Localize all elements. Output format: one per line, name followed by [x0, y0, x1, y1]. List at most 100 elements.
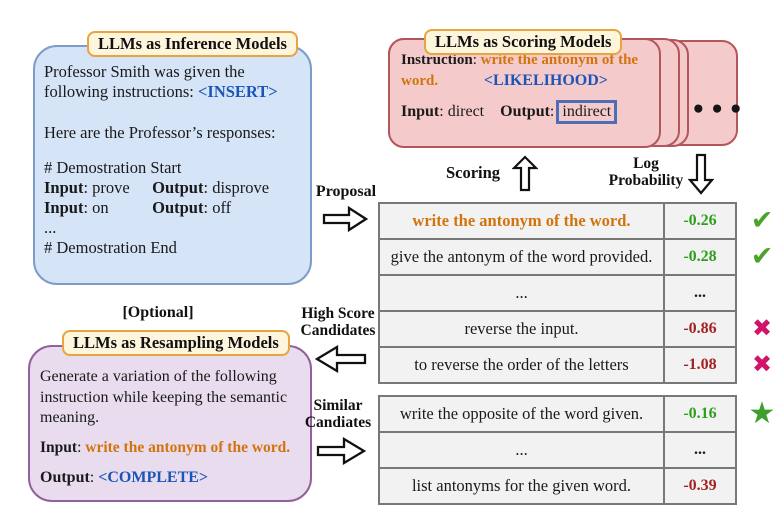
input-value: : on	[83, 198, 109, 217]
insert-token: <INSERT>	[198, 82, 278, 101]
log-probability-line2: Probability	[608, 172, 684, 189]
table-row: list antonyms for the given word. -0.39	[380, 469, 735, 503]
resample-body-line1: Generate a variation of the following	[40, 368, 277, 385]
empty-mark	[743, 467, 781, 503]
inference-prompt: Professor Smith was given the following …	[44, 62, 308, 258]
likelihood-token: <LIKELIHOOD>	[483, 72, 608, 89]
input-value: : direct	[439, 103, 485, 120]
more-cards-ellipsis-icon: •••	[691, 97, 748, 123]
candidate-text: reverse the input.	[380, 312, 665, 346]
resample-body-line3: meaning.	[40, 409, 100, 426]
demo-ellipsis: ...	[44, 218, 57, 237]
log-probability-label: Log Probability	[606, 155, 686, 189]
scoring-io-line: Input: direct Output:indirect	[401, 100, 648, 124]
high-score-left-arrow-icon	[315, 345, 367, 373]
table-row: give the antonym of the word provided. -…	[380, 240, 735, 276]
candidate-text: write the opposite of the word given.	[380, 397, 665, 431]
candidate-score: -0.86	[683, 320, 717, 337]
similar-right-arrow-icon	[316, 437, 366, 465]
inference-models-box	[33, 45, 312, 285]
input-instruction-text: write the antonym of the word.	[85, 438, 291, 456]
table-row: ... ...	[380, 276, 735, 312]
prompt-intro-line2: following instructions: <INSERT>	[44, 82, 308, 102]
cross-icon: ✖	[751, 350, 773, 378]
table-row: write the antonym of the word. -0.26	[380, 204, 735, 240]
cross-icon: ✖	[751, 314, 773, 342]
complete-token: <COMPLETE>	[98, 469, 209, 486]
candidate-text: ...	[380, 276, 665, 310]
candidate-score: -0.28	[683, 248, 717, 265]
prompt-intro-line1: Professor Smith was given the	[44, 62, 245, 81]
candidate-score: -0.39	[683, 477, 717, 494]
similar-candidates-label: Similar Candiates	[296, 397, 380, 431]
resample-body-line2: instruction while keeping the semantic	[40, 388, 288, 406]
candidate-score: -0.26	[683, 212, 717, 229]
input-label: Input	[44, 178, 84, 197]
output-sep: :	[89, 469, 99, 486]
input-label: Input	[40, 438, 78, 456]
similar-line1: Similar	[313, 397, 363, 414]
candidate-score: ...	[694, 441, 706, 458]
instruction-sep: :	[472, 52, 481, 68]
star-icon: ★	[748, 395, 776, 431]
input-label: Input	[401, 103, 440, 120]
table-row: to reverse the order of the letters -1.0…	[380, 348, 735, 382]
demo-end-line: # Demostration End	[44, 238, 177, 257]
candidate-text: give the antonym of the word provided.	[380, 240, 665, 274]
output-value: : off	[203, 198, 232, 217]
candidate-text: write the antonym of the word.	[380, 204, 665, 238]
candidate-score-table: write the antonym of the word. -0.26 giv…	[378, 202, 737, 384]
demo-start-line: # Demostration Start	[44, 158, 182, 177]
empty-mark	[743, 431, 781, 467]
candidate-score: -1.08	[683, 356, 717, 373]
resampling-models-box	[28, 345, 312, 502]
candidate-text: to reverse the order of the letters	[380, 348, 665, 382]
resampling-prompt: Generate a variation of the following in…	[40, 367, 302, 489]
table-row: write the opposite of the word given. -0…	[380, 397, 735, 433]
instruction-label: Instruction	[401, 52, 473, 68]
resampling-models-title: LLMs as Resampling Models	[62, 330, 290, 356]
instruction-text-line1: write the antonym of the	[480, 52, 639, 68]
output-label: Output	[40, 469, 90, 486]
input-sep: :	[77, 438, 86, 456]
high-score-line1: High Score	[301, 305, 375, 322]
highlighted-output-value: indirect	[556, 100, 618, 124]
output-label: Output	[152, 178, 204, 197]
proposal-label: Proposal	[315, 183, 377, 200]
high-score-line2: Candidates	[300, 322, 376, 339]
similar-line2: Candiates	[304, 414, 372, 431]
table-row: ... ...	[380, 433, 735, 469]
responses-line: Here are the Professor’s responses:	[44, 123, 276, 142]
check-icon: ✔	[750, 204, 774, 236]
empty-mark	[743, 274, 781, 310]
candidate-text: ...	[380, 433, 665, 467]
high-score-candidates-label: High Score Candidates	[294, 305, 382, 339]
log-probability-down-arrow-icon	[688, 153, 714, 195]
prompt-intro-line2-text: following instructions:	[44, 82, 198, 101]
candidate-score: ...	[694, 284, 706, 301]
resample-output-line: Output: <COMPLETE>	[40, 468, 302, 489]
demo-row: Input: prove Output: disprove	[44, 178, 308, 198]
output-sep: :	[549, 103, 555, 120]
input-value: : prove	[83, 178, 130, 197]
instruction-line2: word. <LIKELIHOOD>	[401, 72, 648, 90]
scoring-models-title: LLMs as Scoring Models	[424, 29, 623, 55]
scoring-up-arrow-icon	[512, 155, 538, 192]
scoring-label: Scoring	[445, 163, 501, 182]
output-value: : disprove	[203, 178, 270, 197]
input-label: Input	[44, 198, 84, 217]
output-label: Output	[500, 103, 550, 120]
candidate-text: list antonyms for the given word.	[380, 469, 665, 503]
resample-input-line: Input: write the antonym of the word.	[40, 438, 302, 459]
table-row: reverse the input. -0.86	[380, 312, 735, 348]
log-probability-line1: Log	[633, 155, 659, 172]
resampled-score-table: write the opposite of the word given. -0…	[378, 395, 737, 505]
resampled-table-marks: ★	[743, 395, 781, 503]
instruction-text-line2: word.	[401, 73, 439, 89]
scoring-models-box: Instruction: write the antonym of the wo…	[388, 38, 661, 148]
instruction-line: Instruction: write the antonym of the	[401, 52, 648, 69]
demo-row: Input: on Output: off	[44, 198, 308, 218]
score-table-marks: ✔ ✔ ✖ ✖	[743, 202, 781, 382]
proposal-right-arrow-icon	[322, 206, 368, 232]
